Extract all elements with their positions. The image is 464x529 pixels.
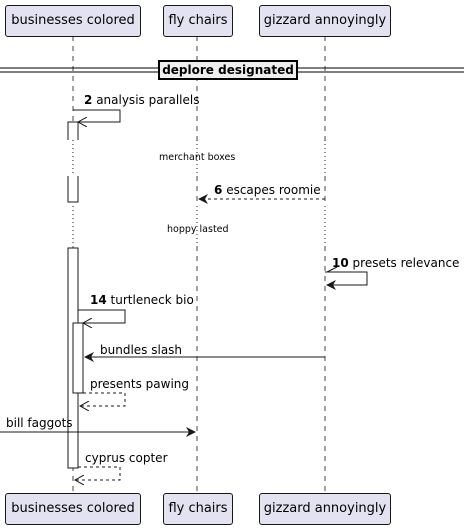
participant-bottom-fly-chairs[interactable]: fly chairs [163,493,233,525]
participant-top-fly-chairs[interactable]: fly chairs [163,5,233,37]
participant-top-businesses-colored[interactable]: businesses colored [5,5,141,37]
message-label-presents: presents pawing [90,377,190,391]
message-arrow-2 [73,109,121,122]
message-label-cyprus: cyprus copter [85,451,168,465]
delay-label-1: merchant boxes [159,152,236,163]
message-text-14: turtleneck bio [110,293,194,307]
delay-label-2: hoppy lasted [167,224,229,235]
message-arrow-cyprus [75,466,121,480]
activation-bar-3 [72,322,84,394]
message-label-bill: bill faggots [6,416,73,430]
participant-bottom-businesses-colored[interactable]: businesses colored [5,493,141,525]
message-label-10: 10 presets relevance [332,256,459,270]
message-number-2: 2 [84,93,93,107]
message-text-6: escapes roomie [226,183,321,197]
message-number-6: 6 [214,183,223,197]
message-text-2: analysis parallels [96,93,200,107]
message-label-6: 6 escapes roomie [214,183,321,197]
participant-bottom-gizzard-annoyingly[interactable]: gizzard annoyingly [259,493,391,525]
divider-label: deplore designated [158,60,298,80]
participant-top-gizzard-annoyingly[interactable]: gizzard annoyingly [259,5,391,37]
message-number-10: 10 [332,256,349,270]
message-label-2: 2 analysis parallels [84,93,199,107]
message-label-bundles: bundles slash [100,343,183,357]
message-arrow-presents [80,392,126,406]
message-label-14: 14 turtleneck bio [90,293,194,307]
message-arrow-14 [78,309,126,323]
message-arrow-10 [325,271,368,290]
message-number-14: 14 [90,293,107,307]
message-text-10: presets relevance [352,256,460,270]
